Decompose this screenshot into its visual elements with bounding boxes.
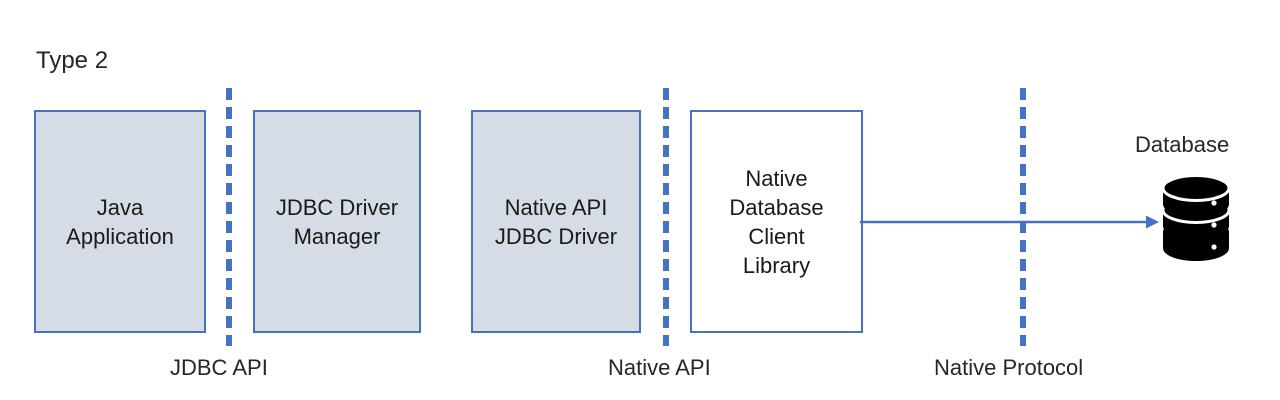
separator-line-native-api	[663, 88, 669, 346]
database-cylinder-icon	[1161, 174, 1231, 261]
arrow-right-icon	[860, 215, 1159, 229]
separator-caption-native-api: Native API	[608, 355, 711, 380]
layer-box-native-api-jdbc-driver: Native API JDBC Driver	[471, 110, 641, 333]
layer-box-jdbc-driver-manager: JDBC Driver Manager	[253, 110, 421, 333]
layer-box-label: Native Database Client Library	[729, 165, 824, 278]
layer-box-label: Java Application	[66, 194, 174, 249]
database-label: Database	[1135, 132, 1230, 157]
page-title: Type 2	[36, 47, 109, 74]
layer-box-native-database-client-library: Native Database Client Library	[690, 110, 863, 333]
separator-line-native-protocol	[1020, 88, 1026, 346]
separator-caption-native-protocol: Native Protocol	[934, 355, 1084, 380]
separator-line-jdbc-api	[226, 88, 232, 346]
separator-caption-jdbc-api: JDBC API	[170, 355, 268, 380]
layer-box-label: Native API JDBC Driver	[494, 194, 618, 249]
layer-box-label: JDBC Driver Manager	[275, 194, 399, 249]
layer-box-java-application: Java Application	[34, 110, 206, 333]
